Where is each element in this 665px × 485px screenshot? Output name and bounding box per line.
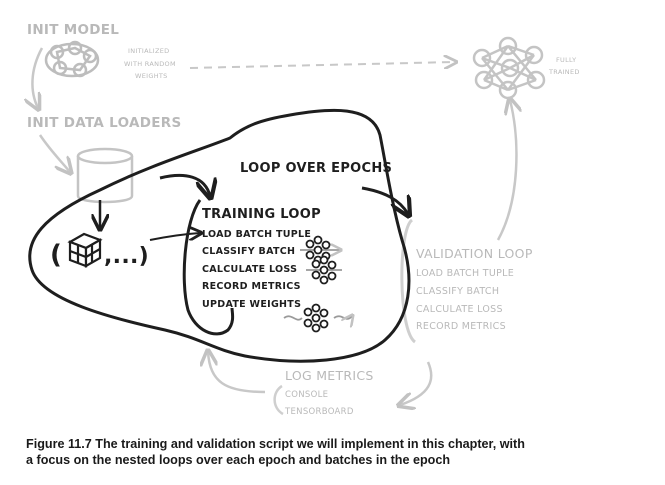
- log-item-tensorboard: TENSORBOARD: [284, 407, 354, 417]
- validation-step-loss: CALCULATE LOSS: [416, 304, 503, 315]
- network-icon: [283, 303, 352, 333]
- arrow-validation-to-log: [400, 361, 433, 405]
- validation-step-load: LOAD BATCH TUPLE: [416, 268, 514, 279]
- validation-step-classify: CLASSIFY BATCH: [416, 286, 499, 297]
- training-step-metrics: RECORD METRICS: [202, 281, 301, 292]
- arrow-batch-to-load: [149, 233, 200, 241]
- arrow-epoch-to-training: [159, 174, 210, 196]
- training-loop-title: TRAINING LOOP: [202, 207, 321, 222]
- arrow-log-to-loop: [208, 352, 266, 394]
- diagram-canvas: ( ,...) INIT MODEL INITIALIZED WITH RAND…: [0, 22, 580, 417]
- log-metrics-title: LOG METRICS: [285, 368, 374, 383]
- init-model-note-2: WITH RANDOM: [124, 60, 176, 68]
- epoch-loop-title: LOOP OVER EPOCHS: [240, 161, 392, 176]
- init-model-note-1: INITIALIZED: [128, 47, 169, 55]
- log-item-console: CONSOLE: [285, 390, 328, 400]
- tensor-cube-icon: [67, 232, 103, 268]
- training-step-load: LOAD BATCH TUPLE: [202, 229, 311, 240]
- log-bracket: [273, 384, 284, 416]
- batch-ellipsis: ,...): [104, 244, 149, 269]
- fully-trained-note-2: TRAINED: [548, 68, 580, 76]
- init-model-note-3: WEIGHTS: [135, 72, 168, 80]
- figure-caption: Figure 11.7 The training and validation …: [26, 436, 646, 468]
- validation-loop-title: VALIDATION LOOP: [416, 246, 533, 261]
- arrow-epoch-to-validation: [361, 186, 408, 214]
- network-icon: [306, 255, 342, 285]
- init-model-title: INIT MODEL: [27, 22, 119, 38]
- training-step-update: UPDATE WEIGHTS: [202, 299, 301, 310]
- database-icon: [76, 147, 134, 204]
- arrow-training-dashed: [189, 62, 455, 68]
- init-data-loaders-title: INIT DATA LOADERS: [27, 115, 182, 131]
- batch-open-paren: (: [50, 240, 62, 270]
- fully-trained-note-1: FULLY: [556, 56, 576, 64]
- training-loop-outline: [182, 199, 235, 336]
- caption-line-1: Figure 11.7 The training and validation …: [26, 437, 525, 451]
- network-icon: [44, 40, 100, 78]
- network-icon: [300, 235, 340, 265]
- arrow-model-to-loaders: [32, 47, 44, 108]
- arrow-validation-to-trained: [496, 100, 516, 241]
- arrow-loaders-to-db: [38, 134, 70, 172]
- epoch-loop-outline: [28, 108, 411, 363]
- validation-step-metrics: RECORD METRICS: [416, 321, 506, 332]
- network-icon: [472, 36, 546, 100]
- training-step-classify: CLASSIFY BATCH: [202, 246, 295, 257]
- training-step-loss: CALCULATE LOSS: [202, 264, 297, 275]
- caption-line-2: a focus on the nested loops over each ep…: [26, 453, 451, 467]
- validation-bracket: [400, 218, 417, 344]
